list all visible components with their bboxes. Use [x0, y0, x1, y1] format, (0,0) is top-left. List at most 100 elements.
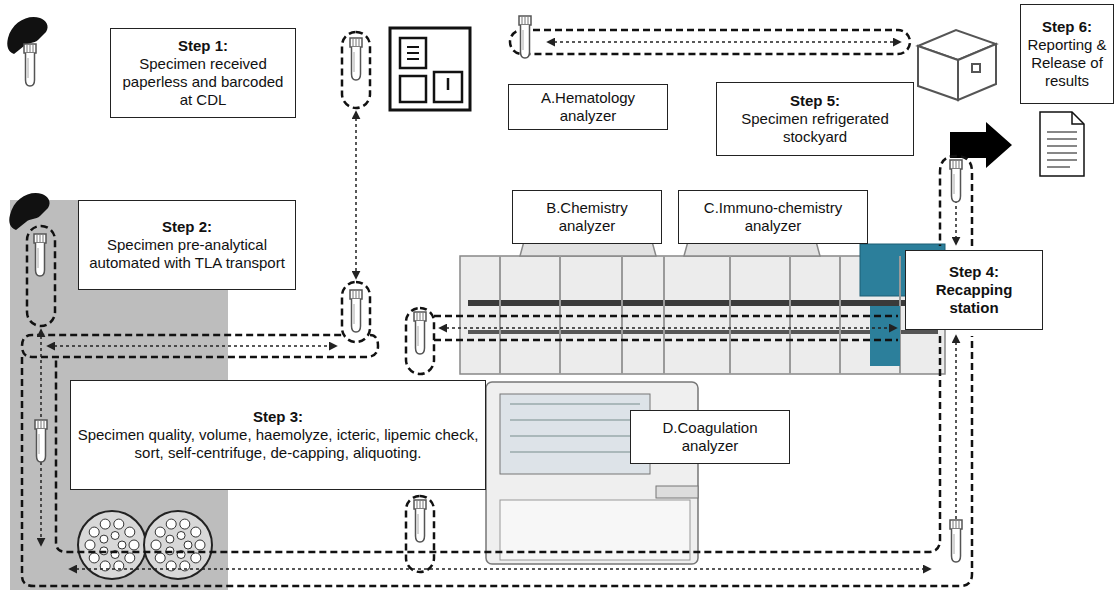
coagulation-analyzer-part: [656, 486, 698, 498]
movement-arrow-part: [355, 112, 357, 278]
sample-tube-part-part: [953, 161, 959, 168]
centrifuge-part: [100, 519, 110, 529]
report-icon-part: [1047, 132, 1077, 167]
coagulation-analyzer-part: [510, 404, 640, 452]
sample-tube-part-part: [519, 16, 531, 25]
movement-arrow: [41, 42, 956, 569]
sample-tube-part-part: [39, 434, 40, 454]
box-text: Reporting & Release of results: [1027, 36, 1107, 90]
movement-arrow-part: [70, 568, 930, 570]
movement-arrow-part: [548, 41, 900, 43]
centrifuge-part: [191, 527, 201, 537]
hematology-icon-part: [390, 28, 470, 110]
coagulation-analyzer-part: [500, 394, 650, 474]
movement-arrow-part: [440, 327, 896, 329]
analyzer-label: B.Chemistry analyzer: [512, 190, 662, 244]
centrifuge-part: [177, 531, 185, 539]
centrifuge-part: [195, 540, 205, 550]
hematology-icon: [390, 28, 470, 110]
transport-track-part: [406, 496, 434, 572]
analyzer-label: C.Immuno-chemistry analyzer: [678, 190, 868, 244]
analyzer-label: A.Hematology analyzer: [508, 84, 668, 130]
sample-tube-part: [350, 290, 362, 332]
transport-track-part: [406, 308, 434, 374]
sample-tube-part-part: [522, 17, 528, 24]
hand-icon: [7, 17, 49, 230]
sample-tube-part-part: [24, 44, 36, 53]
centrifuge-part: [118, 541, 126, 549]
centrifuge-part: [125, 527, 135, 537]
centrifuge-part: [89, 527, 99, 537]
sample-tube-part-part: [416, 321, 425, 354]
sample-tube-part: [950, 160, 962, 202]
centrifuge-part: [114, 519, 124, 529]
centrifuge-part: [85, 540, 95, 550]
sample-tube-part-part: [26, 53, 35, 86]
sample-tube-part-part: [37, 235, 43, 242]
analyzer-line: [460, 226, 945, 374]
centrifuge-part: [111, 531, 119, 539]
centrifuge-part: [100, 535, 108, 543]
transport-track-part: [434, 315, 898, 318]
step-box: Step 6:Reporting & Release of results: [1020, 4, 1114, 104]
sample-tube-part: [414, 500, 426, 542]
sample-tube-part-part: [418, 326, 419, 346]
transport-track-part: [342, 32, 370, 108]
step-box: Step 1:Specimen received paperless and b…: [110, 28, 296, 118]
hand-icon-part: [7, 17, 47, 54]
step-heading: Step 5:: [790, 92, 840, 110]
sample-tube-part: [24, 44, 36, 86]
sample-tube-part-part: [350, 38, 362, 47]
storage-box-icon: [918, 30, 996, 100]
hematology-icon-part: [400, 38, 426, 68]
hematology-icon-part: [400, 76, 426, 102]
step-heading: Step 2:: [162, 218, 212, 236]
step-heading: Step 1:: [178, 37, 228, 55]
sample-tube-part-part: [353, 39, 359, 46]
transport-track-part: [22, 335, 378, 357]
transport-track-part: [434, 339, 898, 342]
report-icon: [950, 112, 1084, 176]
step-heading: Step 3:: [253, 408, 303, 426]
box-text: A.Hematology analyzer: [515, 89, 661, 125]
analyzer-line-part: [468, 330, 938, 334]
centrifuge-part: [191, 553, 201, 563]
analyzer-line-part: [468, 300, 938, 306]
movement-arrow-part: [48, 345, 336, 347]
box-text: B.Chemistry analyzer: [519, 199, 655, 235]
box-text: D.Coagulation analyzer: [637, 419, 783, 455]
centrifuge-part: [151, 540, 161, 550]
centrifuge-part: [155, 527, 165, 537]
storage-box-icon-part: [918, 46, 958, 100]
box-text: Specimen received paperless and barcoded…: [117, 55, 289, 109]
centrifuge-part: [129, 540, 139, 550]
hematology-icon-part: [434, 72, 462, 102]
step-box: Step 5:Specimen refrigerated stockyard: [716, 82, 914, 156]
sample-tube-part: [35, 420, 47, 462]
sample-tube-part-part: [950, 520, 962, 529]
sample-tube-part-part: [35, 420, 47, 429]
sample-tube-part-part: [417, 313, 423, 320]
sample-tube-part-part: [414, 500, 426, 509]
transport-track-part: [940, 156, 972, 246]
sample-tube-part-part: [416, 509, 425, 542]
box-text: Specimen quality, volume, haemolyze, ict…: [77, 426, 479, 462]
sample-tube-part-part: [952, 529, 961, 562]
centrifuge-part: [125, 553, 135, 563]
sample-tube-part: [519, 16, 531, 58]
step-box: Step 4:Recapping station: [905, 250, 1043, 330]
step-box: Step 2:Specimen pre-analytical automated…: [78, 200, 296, 290]
box-text: Specimen refrigerated stockyard: [723, 110, 907, 146]
sample-tube-part-part: [27, 45, 33, 52]
sample-tube: [24, 16, 962, 562]
sample-tube-part-part: [354, 304, 355, 324]
step-heading: Step 4:: [949, 263, 999, 281]
sample-tube-part-part: [38, 421, 44, 428]
sample-tube-part-part: [521, 25, 530, 58]
sample-tube-part-part: [414, 312, 426, 321]
storage-box-icon-part: [972, 64, 980, 72]
sample-tube-part-part: [523, 30, 524, 50]
hand-icon-part: [9, 193, 49, 230]
sample-tube-part: [350, 38, 362, 80]
sample-tube-part: [414, 312, 426, 354]
